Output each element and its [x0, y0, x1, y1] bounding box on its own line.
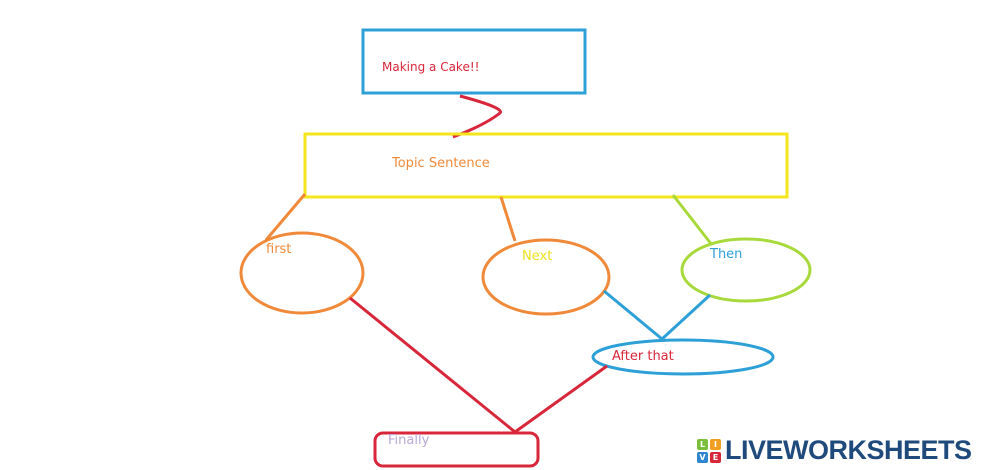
then-node — [680, 237, 812, 303]
next-node — [481, 238, 611, 316]
connector-topic-next — [499, 196, 517, 242]
logo-letter: V — [697, 451, 708, 463]
next-text: Next — [522, 249, 553, 264]
logo-text: LIVEWORKSHEETS — [725, 435, 972, 465]
title-text: Making a Cake!! — [382, 60, 480, 74]
first-node — [239, 231, 365, 315]
topic-box — [303, 132, 789, 199]
connector-topic-then — [671, 194, 714, 246]
first-text: first — [266, 242, 292, 257]
logo-squares: L I V E — [697, 438, 721, 463]
connector-next-after — [603, 289, 663, 341]
after-that-node — [591, 338, 775, 376]
then-text: Then — [710, 247, 743, 262]
liveworksheets-logo: L I V E LIVEWORKSHEETS — [697, 435, 972, 466]
logo-letter: L — [697, 438, 708, 450]
after-that-text: After that — [612, 349, 674, 364]
title-box — [361, 28, 587, 95]
finally-box — [373, 431, 540, 468]
topic-sentence-text: Topic Sentence — [392, 156, 490, 171]
connector-title-topic — [452, 94, 502, 139]
connector-then-after — [660, 293, 712, 341]
logo-letter: E — [710, 451, 721, 463]
finally-text: Finally — [388, 433, 430, 448]
logo-letter: I — [710, 438, 721, 450]
connector-topic-first — [264, 193, 307, 241]
connector-first-finally — [349, 296, 516, 434]
connector-after-finally — [514, 364, 608, 434]
